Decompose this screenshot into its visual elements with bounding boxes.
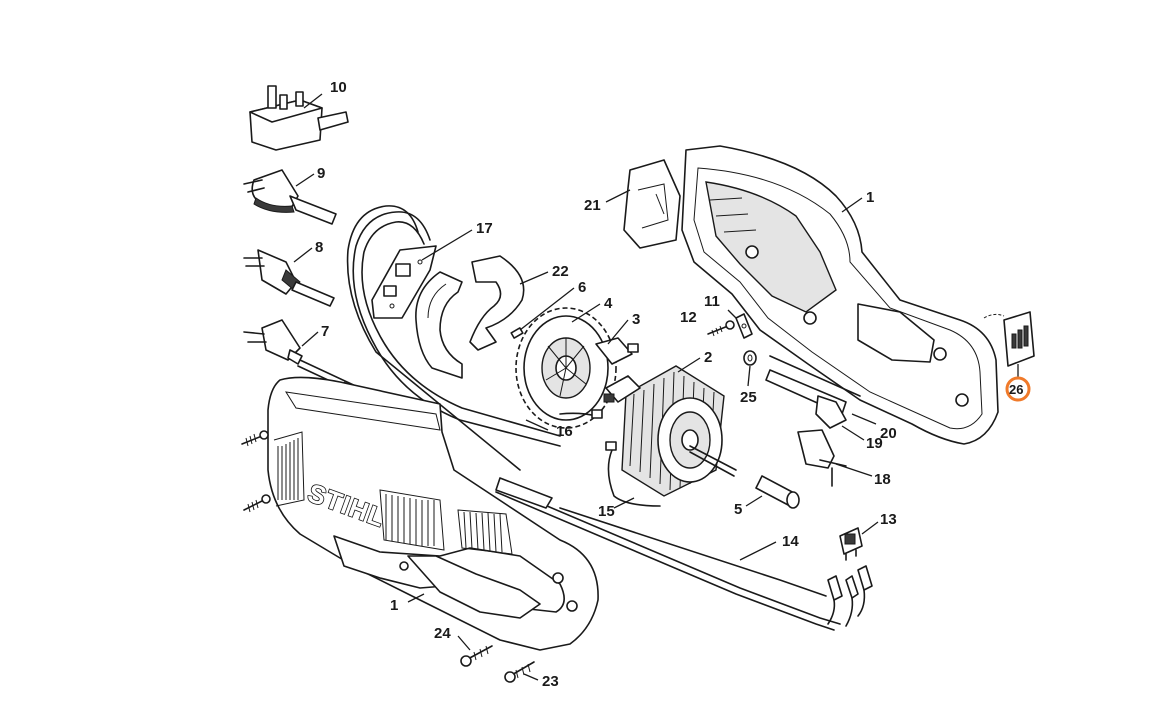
callout-24: 24 bbox=[434, 625, 451, 642]
part-14-cable-harness bbox=[495, 477, 873, 631]
part-12-screw bbox=[707, 320, 735, 337]
callout-labels: 10 9 8 7 17 22 6 4 3 2 16 15 5 21 1 11 1… bbox=[315, 79, 1023, 690]
part-11-clamp bbox=[735, 313, 753, 339]
callout-14: 14 bbox=[782, 533, 799, 550]
part-4-fan-wheel bbox=[515, 307, 617, 429]
part-22-air-guide bbox=[469, 255, 525, 351]
part-1-housing-left: STIHL bbox=[267, 376, 599, 651]
callout-19: 19 bbox=[866, 435, 883, 452]
callout-17: 17 bbox=[476, 220, 493, 237]
part-5-sleeve bbox=[755, 475, 800, 509]
callout-10: 10 bbox=[330, 79, 347, 96]
callout-1-lower: 1 bbox=[390, 597, 398, 614]
callout-3: 3 bbox=[632, 311, 640, 328]
callout-23: 23 bbox=[542, 673, 559, 690]
callout-16: 16 bbox=[556, 423, 573, 440]
callout-21: 21 bbox=[584, 197, 601, 214]
screw-upper-left bbox=[241, 430, 269, 447]
callout-9: 9 bbox=[317, 165, 325, 182]
part-1-housing-right bbox=[681, 145, 999, 445]
part-10-uk-plug bbox=[249, 85, 349, 151]
screw-lower-left bbox=[243, 494, 271, 513]
callout-6: 6 bbox=[578, 279, 586, 296]
part-13-switch bbox=[839, 527, 863, 561]
callout-11: 11 bbox=[704, 293, 720, 310]
callout-8: 8 bbox=[315, 239, 323, 256]
part-19-switch-lever bbox=[815, 395, 847, 429]
callout-18: 18 bbox=[874, 471, 891, 488]
callout-12: 12 bbox=[680, 309, 697, 326]
part-16-wire bbox=[559, 409, 603, 419]
part-25-nut bbox=[743, 350, 757, 366]
part-24-screw bbox=[460, 645, 493, 667]
part-9-plug bbox=[243, 169, 337, 225]
callout-4: 4 bbox=[604, 295, 613, 312]
callout-26: 26 bbox=[1009, 382, 1023, 397]
fan-guide-segment bbox=[415, 271, 463, 379]
part-21-cover bbox=[623, 159, 681, 249]
part-8-plug bbox=[243, 249, 335, 307]
callout-13: 13 bbox=[880, 511, 897, 528]
part-6-pin bbox=[510, 327, 524, 339]
part-26-label bbox=[983, 311, 1035, 367]
highlight-circle-26 bbox=[1005, 376, 1031, 402]
callout-1-upper: 1 bbox=[866, 189, 874, 206]
part-17-circuit-board bbox=[346, 205, 561, 471]
callout-25: 25 bbox=[740, 389, 757, 406]
callout-20: 20 bbox=[880, 425, 897, 442]
part-15-motor-wires bbox=[605, 441, 661, 507]
part-2-motor bbox=[603, 365, 737, 497]
leader-lines bbox=[293, 93, 1019, 681]
callout-7: 7 bbox=[321, 323, 329, 340]
callout-22: 22 bbox=[552, 263, 569, 280]
callout-2: 2 bbox=[704, 349, 712, 366]
part-23-screw bbox=[504, 661, 535, 683]
callout-5: 5 bbox=[734, 501, 742, 518]
callout-15: 15 bbox=[598, 503, 615, 520]
part-18-trigger bbox=[797, 429, 847, 487]
housing-screws bbox=[241, 430, 271, 513]
